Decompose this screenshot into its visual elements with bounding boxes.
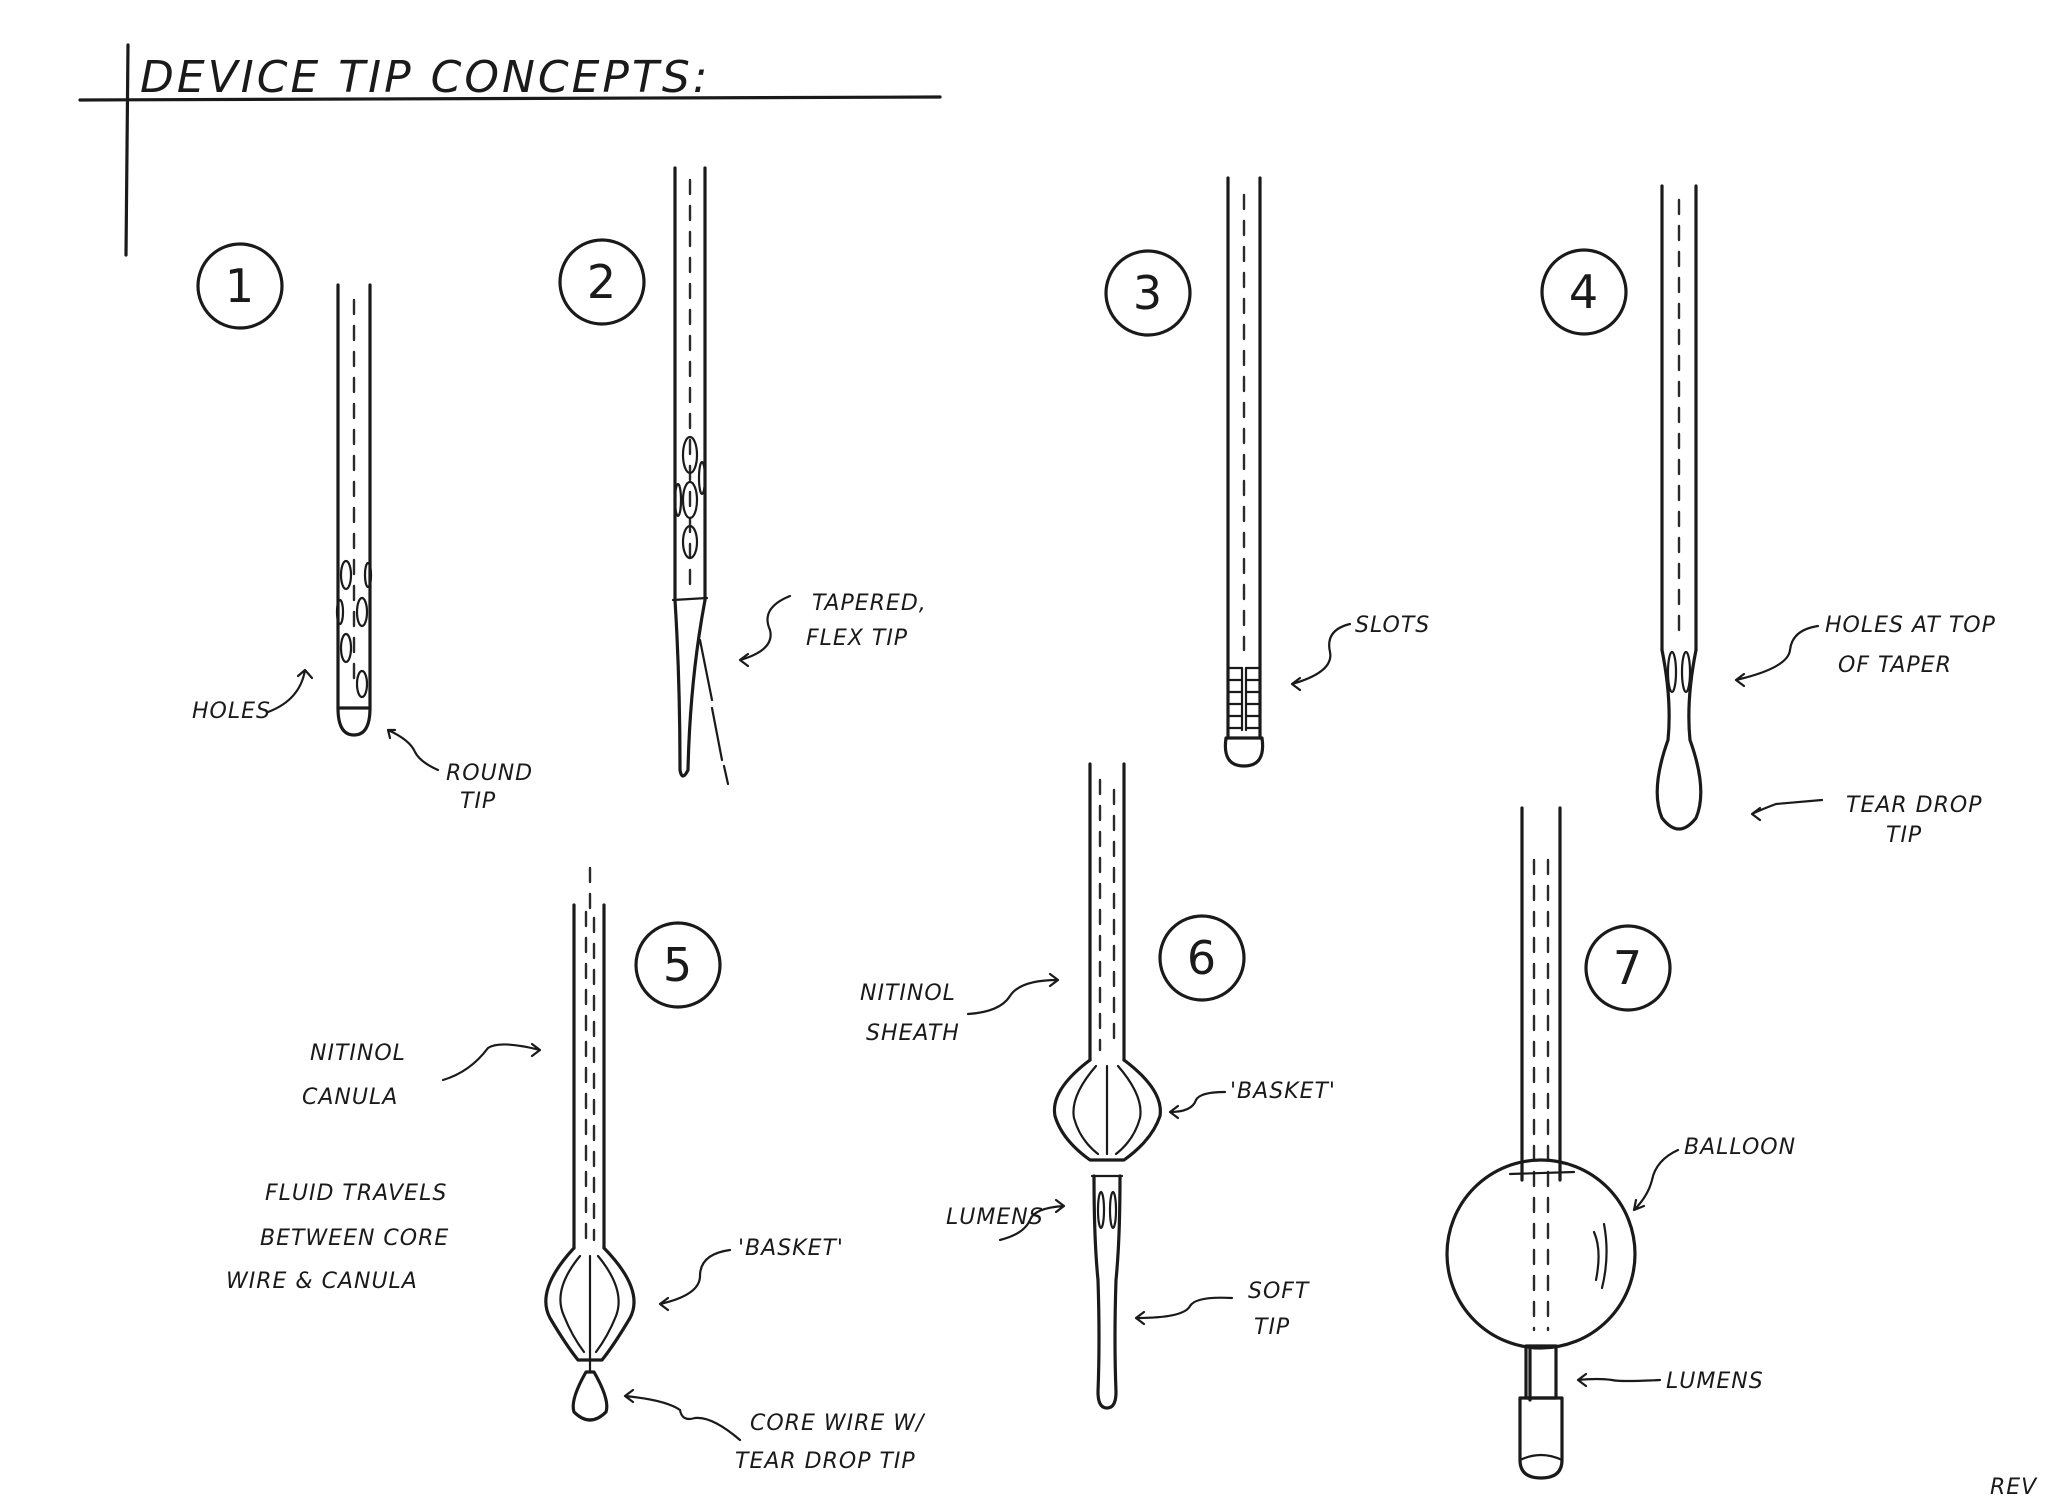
concept-3: 3 SLOTS — [1104, 176, 1430, 768]
page-title: DEVICE TIP CONCEPTS: — [140, 52, 711, 103]
concept-5-label-fluid-1: FLUID TRAVELS — [265, 1181, 447, 1206]
concept-4-number-circle — [1540, 248, 1628, 336]
concept-2: 2 TAPERED, FLEX TIP — [558, 166, 927, 786]
concept-6-lumens — [1096, 1190, 1118, 1230]
concept-7-balloon-highlight — [1592, 1222, 1608, 1290]
corner-note: REV — [1990, 1475, 2038, 1498]
concept-1-number: 1 — [225, 259, 255, 313]
concept-7: 7 BALLOON LUMENS — [1445, 806, 1796, 1480]
title-underline — [78, 95, 942, 102]
concept-6-label-lumens: LUMENS — [946, 1205, 1044, 1230]
concept-4-label-tear-drop: TEAR DROP — [1846, 793, 1982, 818]
concept-7-balloon — [1445, 1158, 1637, 1350]
concept-1-label-holes: HOLES — [192, 699, 271, 724]
concept-4-tear-drop-tip — [1655, 648, 1703, 831]
concept-2-holes — [673, 435, 707, 560]
concept-3-arrow — [1290, 622, 1352, 692]
concept-6-basket-arrow — [1168, 1090, 1227, 1120]
concept-5-number-circle — [634, 921, 722, 1009]
concept-1-holes — [335, 559, 373, 699]
concept-7-round-tip — [1518, 1396, 1564, 1480]
concept-5-label-canula: CANULA — [302, 1085, 398, 1110]
title-block: DEVICE TIP CONCEPTS: — [78, 43, 942, 257]
concept-3-label-slots: SLOTS — [1355, 613, 1430, 638]
concept-4-label-tip: TIP — [1886, 823, 1922, 848]
concept-2-label-flex: FLEX TIP — [806, 626, 908, 651]
concept-6-label-nitinol: NITINOL — [860, 981, 956, 1006]
concept-4: 4 HOLES AT TOP OF TAPER TEAR DROP TIP — [1540, 184, 1996, 848]
concept-4-tip-arrow — [1750, 798, 1824, 822]
concept-7-number: 7 — [1613, 941, 1643, 995]
concept-6-label-soft: SOFT — [1248, 1279, 1310, 1304]
concept-2-taper-joint — [671, 596, 709, 602]
concept-6-soft-tip — [1092, 1174, 1122, 1410]
concept-5-core-arrow — [623, 1388, 742, 1442]
concept-1-label-round: ROUND — [446, 761, 533, 786]
concept-2-number: 2 — [587, 255, 617, 309]
concept-6-label-sheath: SHEATH — [866, 1021, 960, 1046]
concept-1: 1 HOLES ROUND TIP — [192, 242, 533, 814]
concept-4-holes-arrow — [1734, 624, 1820, 688]
concept-5: 5 NITINOL CANULA FLUID TRAVELS BETWEEN C… — [226, 866, 926, 1474]
concept-1-tip-arrow — [386, 728, 440, 772]
concept-1-label-tip: TIP — [460, 789, 496, 814]
concept-5-label-nitinol: NITINOL — [310, 1041, 406, 1066]
concept-4-label-holes: HOLES AT TOP — [1825, 613, 1996, 638]
concept-3-slots — [1226, 666, 1262, 732]
concept-6-lumens-arrow — [998, 1198, 1066, 1242]
title-margin-line — [124, 43, 130, 257]
concept-3-number: 3 — [1133, 266, 1163, 320]
concept-6-label-tip: TIP — [1254, 1315, 1290, 1340]
concept-6-number-circle — [1158, 914, 1246, 1002]
concept-7-label-balloon: BALLOON — [1684, 1135, 1796, 1160]
concept-7-number-circle — [1584, 924, 1672, 1012]
concept-2-flex-tip — [673, 598, 707, 778]
concept-1-holes-arrow — [266, 668, 314, 714]
concept-5-canula-arrow — [441, 1042, 542, 1082]
concept-7-tip-cap — [1518, 1453, 1564, 1462]
concept-6-tip-arrow — [1134, 1296, 1234, 1326]
concept-5-label-fluid-2: BETWEEN CORE — [260, 1226, 449, 1251]
concept-6: 6 NITINOL SHEATH 'BASKET' LUMENS SOFT TI… — [860, 762, 1336, 1410]
concept-1-number-circle — [196, 242, 284, 330]
concept-7-label-lumens: LUMENS — [1666, 1369, 1764, 1394]
concept-4-label-taper: OF TAPER — [1838, 653, 1952, 678]
concept-7-balloon-seam — [1508, 1170, 1576, 1176]
concept-7-lumens-arrow — [1576, 1372, 1662, 1388]
concept-2-number-circle — [558, 238, 646, 326]
concept-5-number: 5 — [663, 938, 693, 992]
concept-5-tear-drop-tip — [571, 1370, 609, 1422]
concept-1-round-tip — [336, 706, 372, 737]
concept-2-flex-ghost — [698, 638, 730, 786]
concept-4-holes — [1666, 650, 1692, 694]
concept-6-basket-inner — [1072, 1064, 1142, 1156]
concept-2-arrow — [738, 594, 792, 668]
concept-6-sheath-arrow — [966, 972, 1060, 1016]
concept-4-number: 4 — [1569, 265, 1599, 319]
concept-5-label-fluid-3: WIRE & CANULA — [226, 1269, 418, 1294]
concept-5-label-core-wire: CORE WIRE W/ — [750, 1411, 926, 1436]
concept-5-basket-arrow — [658, 1248, 732, 1312]
concept-5-label-tear-drop: TEAR DROP TIP — [735, 1449, 916, 1474]
concept-7-balloon-arrow — [1632, 1148, 1680, 1212]
concept-6-label-basket: 'BASKET' — [1230, 1079, 1336, 1104]
concept-2-label-tapered: TAPERED, — [812, 591, 927, 616]
concept-5-label-basket: 'BASKET' — [738, 1236, 844, 1261]
concept-3-round-tip — [1223, 736, 1265, 768]
concept-3-number-circle — [1104, 249, 1192, 337]
concept-5-basket-inner — [559, 1254, 620, 1354]
concept-6-number: 6 — [1187, 931, 1217, 985]
